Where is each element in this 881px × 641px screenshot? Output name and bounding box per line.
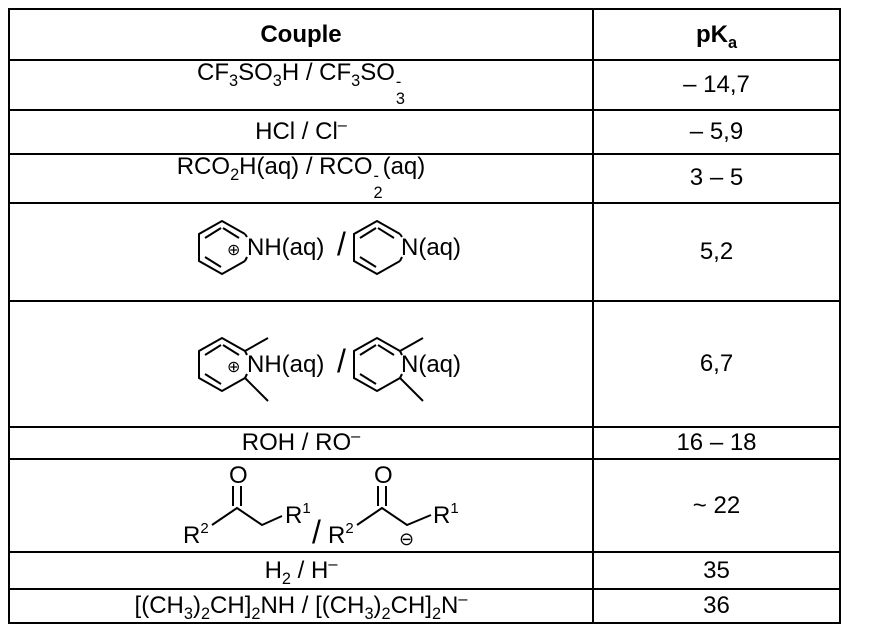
enolate-r1: R1 — [433, 500, 459, 529]
lutidinium-separator: / — [337, 343, 346, 379]
enolate-minus-icon: ⊖ — [399, 529, 414, 549]
carboxylic-base-post: (aq) — [382, 152, 426, 180]
ketone-oxygen: O — [229, 462, 248, 489]
row-hydrogen: H2 / H– 35 — [8, 551, 841, 591]
row-ketone: O R2 R1 / O R2 R1 ⊖ ~ 22 — [8, 458, 841, 554]
couple-carboxylic: RCO2H(aq) / RCO-2(aq) — [8, 152, 594, 205]
pka-lda: 36 — [592, 588, 841, 625]
ketone-bonds — [211, 486, 283, 527]
enolate-oxygen: O — [374, 462, 393, 489]
alcohol-charge: – — [351, 427, 361, 446]
lutidinium-ring — [198, 337, 269, 402]
pyridinium-acid-label: NH(aq) — [247, 234, 324, 261]
hydrogen-acid-sub: 2 — [281, 569, 291, 588]
hcl-base: Cl — [315, 117, 338, 145]
enolate-r2: R2 — [328, 520, 354, 549]
carboxylic-acid-pre: RCO — [176, 152, 231, 180]
carboxylic-base-pre: RCO — [319, 152, 373, 180]
pka-ketone: ~ 22 — [592, 458, 841, 554]
couple-alcohol: ROH / RO– — [8, 426, 594, 461]
pyridinium-ring — [198, 220, 248, 276]
pyridinium-structure: ⊕ NH(aq) / N(aq) — [198, 220, 461, 276]
row-pyridinium: ⊕ NH(aq) / N(aq) 5,2 — [8, 202, 841, 303]
couple-hydrogen: H2 / H– — [8, 551, 594, 591]
header-pka: pKa — [592, 8, 841, 61]
couple-pyridinium: ⊕ NH(aq) / N(aq) — [8, 202, 594, 303]
header-pka-sub: a — [727, 33, 738, 52]
carboxylate-charge: -2 — [373, 166, 383, 203]
pka-hydrogen: 35 — [592, 551, 841, 591]
alcohol-text: ROH / RO — [241, 429, 352, 457]
ketone-separator: / — [312, 514, 321, 550]
hydrogen-acid: H — [264, 556, 282, 584]
pka-alcohol: 16 – 18 — [592, 426, 841, 461]
pyridine-base-label: N(aq) — [401, 234, 461, 261]
couple-hcl: HCl / Cl– — [8, 108, 594, 155]
hydrogen-separator: / — [290, 556, 311, 584]
header-row: Couple pKa — [8, 8, 841, 61]
couple-ketone: O R2 R1 / O R2 R1 ⊖ — [8, 458, 594, 554]
pka-table: Couple pKa CF3SO3H / CF3SO-3 – 14,7 HCl … — [8, 8, 841, 625]
couple-lda: [(CH3)2CH]2NH / [(CH3)2CH]2N– — [8, 588, 594, 625]
carboxylic-acid-post: H(aq) — [239, 152, 300, 180]
lutidinium-structure: ⊕ NH(aq) / N(aq) — [198, 337, 461, 402]
pyridinium-plus-icon: ⊕ — [227, 242, 240, 259]
lutidine-base-label: N(aq) — [401, 351, 461, 378]
lutidinium-acid-label: NH(aq) — [247, 351, 324, 378]
header-pka-main: pK — [695, 20, 728, 48]
header-couple: Couple — [8, 8, 594, 61]
couple-triflic: CF3SO3H / CF3SO-3 — [8, 59, 594, 111]
enolate-bonds — [356, 486, 432, 527]
pyridinium-separator: / — [337, 226, 346, 262]
carboxylic-acid-sub: 2 — [230, 165, 240, 184]
lutidine-ring — [353, 337, 424, 402]
hydrogen-charge: – — [328, 554, 338, 573]
lda-charge: – — [458, 590, 468, 609]
row-alcohol: ROH / RO– 16 – 18 — [8, 426, 841, 461]
hcl-separator: / — [295, 117, 316, 145]
hcl-acid: HCl — [255, 117, 296, 145]
pka-triflic: – 14,7 — [592, 59, 841, 111]
ketone-r2: R2 — [183, 520, 209, 549]
pyridine-ring — [353, 220, 403, 276]
row-lutidinium: ⊕ NH(aq) / N(aq) 6,7 — [8, 300, 841, 429]
lutidinium-plus-icon: ⊕ — [227, 359, 240, 376]
row-lda: [(CH3)2CH]2NH / [(CH3)2CH]2N– 36 — [8, 588, 841, 625]
carboxylic-separator: / — [299, 152, 320, 180]
pka-hcl: – 5,9 — [592, 108, 841, 155]
pka-pyridinium: 5,2 — [592, 202, 841, 303]
row-triflic: CF3SO3H / CF3SO-3 – 14,7 — [8, 59, 841, 111]
row-hcl: HCl / Cl– – 5,9 — [8, 108, 841, 155]
pka-lutidinium: 6,7 — [592, 300, 841, 429]
couple-lutidinium: ⊕ NH(aq) / N(aq) — [8, 300, 594, 429]
ketone-structure: O R2 R1 / O R2 R1 ⊖ — [183, 462, 459, 550]
row-carboxylic: RCO2H(aq) / RCO-2(aq) 3 – 5 — [8, 152, 841, 205]
ketone-r1: R1 — [285, 500, 311, 529]
hydrogen-base: H — [311, 556, 329, 584]
hcl-charge: – — [337, 115, 347, 134]
pka-carboxylic: 3 – 5 — [592, 152, 841, 205]
